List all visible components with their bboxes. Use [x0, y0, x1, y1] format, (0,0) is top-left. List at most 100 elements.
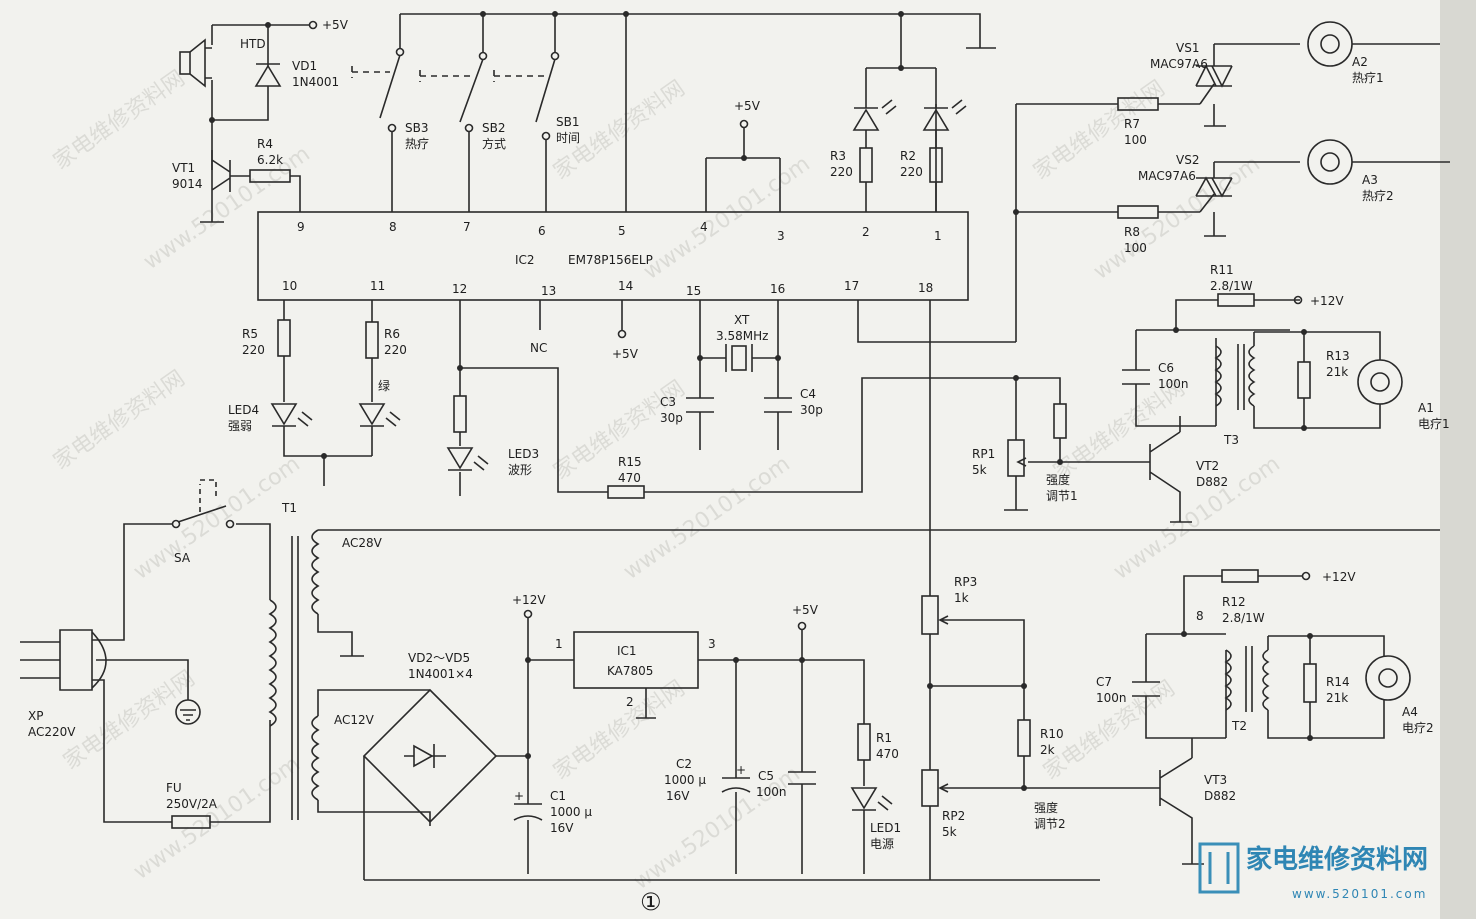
r13-name: R13	[1326, 349, 1350, 363]
a4-func: 电疗2	[1402, 721, 1434, 735]
c2-plus: +	[736, 763, 746, 777]
r10-name: R10	[1040, 727, 1064, 741]
c6-name: C6	[1158, 361, 1174, 375]
ic2-pin-6: 6	[538, 224, 546, 238]
c5-supply-label: +5V	[792, 603, 819, 617]
xt-name: XT	[734, 313, 750, 327]
power-section: XP AC220V SA T1 FU 250V/2A AC28V AC12V V…	[20, 479, 1440, 881]
c4-name: C4	[800, 387, 816, 401]
r13-value: 21k	[1326, 365, 1348, 379]
logo-text: 家电维修资料网	[1246, 844, 1428, 875]
led3-crystal-section: LED3 波形 R15 470 NC +5V XT 3.58MHz C3 30p…	[446, 300, 1019, 499]
c2-voltage: 16V	[666, 789, 690, 803]
rp1-name: RP1	[972, 447, 995, 461]
t1-label: T1	[281, 501, 297, 515]
r15-name: R15	[618, 455, 642, 469]
ic2-pin-10: 10	[282, 279, 297, 293]
c1-plus: +	[514, 789, 524, 803]
ic2-pin-3: 3	[777, 229, 785, 243]
ic2-pin-1: 1	[934, 229, 942, 243]
ic2-pin-4: 4	[700, 220, 708, 234]
a3-name: A3	[1362, 173, 1378, 187]
sb3-func: 热疗	[405, 137, 429, 151]
ic2-pin-8: 8	[389, 220, 397, 234]
led4-func: 强弱	[228, 419, 252, 433]
vt2-part: D882	[1196, 475, 1228, 489]
ic2-body	[257, 211, 969, 301]
adj1-line2: 调节1	[1046, 489, 1078, 503]
watermark-url: www.520101.com	[619, 451, 795, 584]
vd1-supply-label: +5V	[322, 18, 349, 32]
ic2-pin-14: 14	[618, 279, 633, 293]
c1-supply-label: +12V	[512, 593, 546, 607]
led1-func: 电源	[870, 837, 894, 851]
sb1-name: SB1	[556, 115, 579, 129]
pin4-supply-label: +5V	[734, 99, 761, 113]
a1-name: A1	[1418, 401, 1434, 415]
ic2-block: IC2 EM78P156ELP 9 8 7 6 5 4 3 2 1 10 11 …	[257, 211, 969, 301]
ic1-part: KA7805	[607, 664, 653, 678]
buzzer-section: +5V HTD VD1 1N4001 VT1 9014 R4 6.2k	[172, 18, 349, 223]
r8-value: 100	[1124, 241, 1147, 255]
c4-value: 30p	[800, 403, 823, 417]
r7-name: R7	[1124, 117, 1140, 131]
ic2-pin-16: 16	[770, 282, 785, 296]
c5-name: C5	[758, 769, 774, 783]
r14-value: 21k	[1326, 691, 1348, 705]
ic1-pin-in: 1	[555, 637, 563, 651]
watermark-url: www.520101.com	[639, 151, 815, 284]
r10-value: 2k	[1040, 743, 1055, 757]
led4-section: R5 220 R6 220 LED4 强弱 绿	[228, 300, 407, 486]
c6-value: 100n	[1158, 377, 1189, 391]
ic2-pin-7: 7	[463, 220, 471, 234]
xp-value: AC220V	[28, 725, 76, 739]
watermark-url: www.520101.com	[139, 141, 315, 274]
r2-name: R2	[900, 149, 916, 163]
vt3-part: D882	[1204, 789, 1236, 803]
triac-section: VS1 MAC97A6 R7 100 A2 热疗1 VS2 MAC97A6 R8…	[857, 21, 1450, 343]
t3-label: T3	[1223, 433, 1239, 447]
r11-name: R11	[1210, 263, 1234, 277]
a2-func: 热疗1	[1352, 71, 1384, 85]
watermark-layer: 家电维修资料网 www.520101.com 家电维修资料网 www.52010…	[49, 66, 1285, 895]
r2-value: 220	[900, 165, 923, 179]
htd-label: HTD	[240, 37, 266, 51]
r15-value: 470	[618, 471, 641, 485]
sb2-name: SB2	[482, 121, 505, 135]
vd1-part: 1N4001	[292, 75, 339, 89]
channel2-section: RP3 1k R10 2k RP2 5k 强度 调节2 VT3 D882 +12…	[921, 300, 1434, 880]
ic1-label: IC1	[617, 644, 637, 658]
ic2-part: EM78P156ELP	[568, 253, 653, 267]
ic1-body	[573, 631, 699, 689]
ic1-pin-gnd: 2	[626, 695, 634, 709]
c7-value: 100n	[1096, 691, 1127, 705]
sb1-func: 时间	[556, 131, 580, 145]
c2-name: C2	[676, 757, 692, 771]
adj2-line1: 强度	[1034, 800, 1058, 815]
vs2-name: VS2	[1176, 153, 1199, 167]
xt-freq: 3.58MHz	[716, 329, 768, 343]
ic2-pin-5: 5	[618, 224, 626, 238]
c2-value: 1000 μ	[664, 773, 706, 787]
adj2-line2: 调节2	[1034, 817, 1066, 831]
led3-func: 波形	[508, 463, 532, 477]
r14-name: R14	[1326, 675, 1350, 689]
rp3-name: RP3	[954, 575, 977, 589]
r12-name: R12	[1222, 595, 1246, 609]
pin8-label: 8	[1196, 609, 1204, 623]
rp2-name: RP2	[942, 809, 965, 823]
ic2-pin-18: 18	[918, 281, 933, 295]
channel1-section: RP1 5k 强度 调节1 VT2 D882 +12V R11 2.8/1W C…	[972, 263, 1450, 523]
led3-name: LED3	[508, 447, 539, 461]
watermark-url: www.520101.com	[129, 451, 305, 584]
rp3-value: 1k	[954, 591, 969, 605]
r5-value: 220	[242, 343, 265, 357]
sb2-func: 方式	[482, 136, 506, 151]
vt1-part: 9014	[172, 177, 203, 191]
green-label: 绿	[378, 378, 390, 393]
led1-name: LED1	[870, 821, 901, 835]
rp2-value: 5k	[942, 825, 957, 839]
t2-label: T2	[1231, 719, 1247, 733]
site-logo: 家电维修资料网 www.520101.com	[1198, 842, 1428, 901]
ic1-pin-out: 3	[708, 637, 716, 651]
